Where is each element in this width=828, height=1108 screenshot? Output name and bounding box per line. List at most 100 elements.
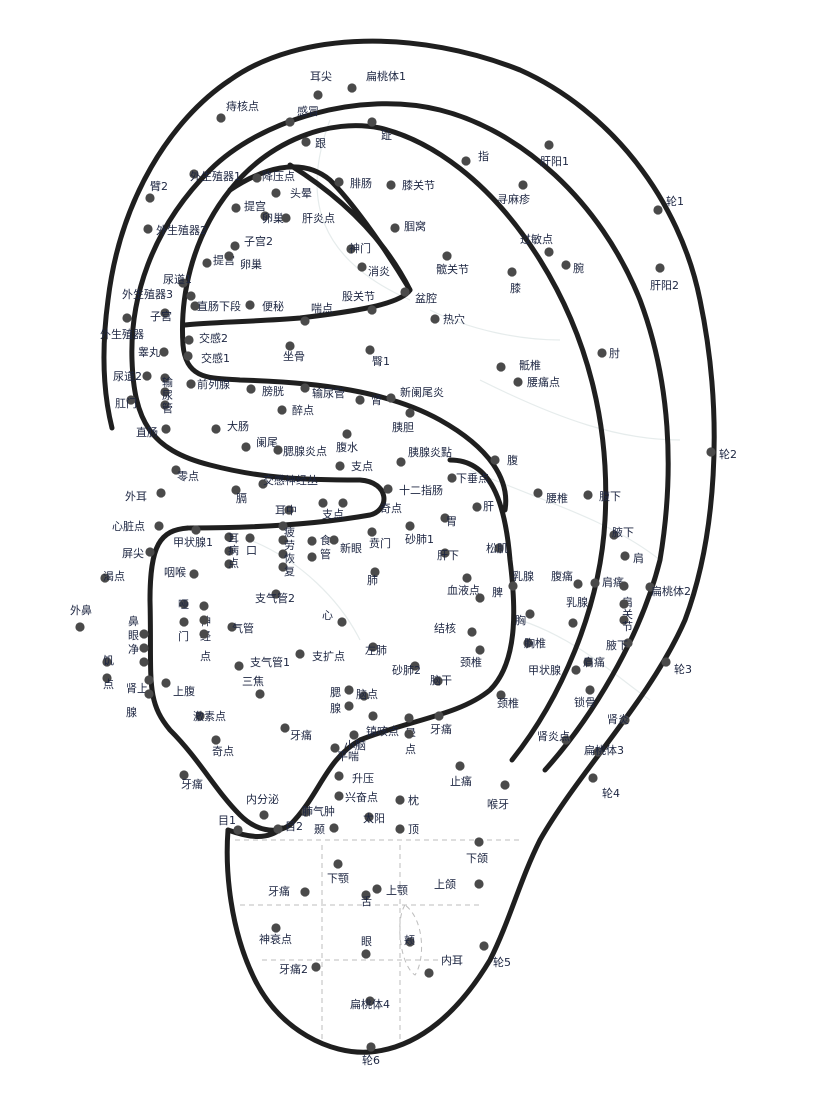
acupoint-label-rexue: 热穴 xyxy=(443,312,465,326)
acupoint-label-shenshuaidian: 神衰点 xyxy=(259,932,292,946)
acupoint-label-gaowan: 睾丸 xyxy=(138,345,160,359)
acupoint-label-jianguanjie_c: 节 xyxy=(622,620,633,633)
acupoint-label-ganyang2: 肝阳2 xyxy=(650,279,679,292)
acupoint-dot-kou xyxy=(245,533,254,542)
acupoint-label-yatong_b: 牙痛 xyxy=(430,722,452,736)
acupoint-dot-xi xyxy=(507,267,516,276)
acupoint-label-jisudian: 激素点 xyxy=(193,709,226,723)
acupoint-label-jiangyadian: 降压点 xyxy=(262,169,295,183)
acupoint-dot-zhihedian xyxy=(216,113,225,122)
acupoint-label-luanchao_b: 卵巢 xyxy=(240,258,262,271)
acupoint-dot-waishengzhiqi xyxy=(122,313,131,322)
acupoint-label-yixianyandian_a: 腮腺炎点 xyxy=(283,444,327,458)
acupoint-label-lun1: 轮1 xyxy=(666,194,684,208)
acupoint-label-waishengzhiqi3: 外生殖器3 xyxy=(122,287,173,301)
acupoint-dot-jianguanjie_a xyxy=(619,581,628,590)
acupoint-label-lun3: 轮3 xyxy=(674,662,692,676)
acupoint-dot-rutou xyxy=(568,618,577,627)
acupoint-label-jingzhui2: 颈椎 xyxy=(497,696,519,710)
acupoint-dot-benmen xyxy=(367,527,376,536)
acupoint-label-qidian2: 奇点 xyxy=(212,745,234,758)
acupoint-label-lingdian: 零点 xyxy=(177,470,199,483)
acupoint-dot-jiangyadian xyxy=(252,173,261,182)
acupoint-dot-shange xyxy=(372,884,381,893)
acupoint-label-yidan: 胰胆 xyxy=(392,420,414,434)
acupoint-label-shenshangxian_b: 腺 xyxy=(126,705,137,719)
acupoint-dot-xin xyxy=(337,617,346,626)
acupoint-label-zhitong: 止痛 xyxy=(450,774,472,788)
acupoint-label-fuxia_a: 腹下 xyxy=(599,489,621,503)
acupoint-label-niaodao1: 尿道1 xyxy=(163,272,192,286)
acupoint-dot-xiae xyxy=(333,859,342,868)
acupoint-dot-jian xyxy=(620,551,629,560)
acupoint-label-biyanjing_a: 鼻 xyxy=(128,614,139,628)
acupoint-label-mu2: 目2 xyxy=(285,820,303,833)
acupoint-label-bing: 病 xyxy=(228,543,239,557)
acupoint-label-xiguanjie: 膝关节 xyxy=(402,178,435,192)
acupoint-dot-zhuangxianjia1 xyxy=(191,525,200,534)
acupoint-dot-dizhui xyxy=(496,362,505,371)
acupoint-label-shuniaoguan_a: 输 xyxy=(162,375,173,389)
acupoint-label-tun1: 臀1 xyxy=(372,355,390,368)
acupoint-label-biantaoti4: 扁桃体4 xyxy=(350,997,390,1011)
acupoint-dot-yatong_a xyxy=(280,723,289,732)
acupoint-label-kedian: 渴点 xyxy=(103,570,125,583)
acupoint-label-yaotongdian: 腰痛点 xyxy=(527,375,560,389)
acupoint-label-zhidian2: 支点 xyxy=(322,508,344,521)
acupoint-dot-zhitong xyxy=(455,761,464,770)
acupoint-label-pilao_b: 劳 xyxy=(284,539,295,552)
acupoint-dot-guowo xyxy=(390,223,399,232)
acupoint-dot-yatong_b xyxy=(434,711,443,720)
acupoint-dot-feichang xyxy=(334,177,343,186)
acupoint-label-zhidian: 支点 xyxy=(351,460,373,473)
acupoint-dot-jiantong xyxy=(590,578,599,587)
acupoint-dot-ganmao xyxy=(285,117,294,126)
acupoint-label-jia: 颊 xyxy=(404,934,415,947)
acupoint-dot-ding xyxy=(395,824,404,833)
acupoint-dot-qianliexian xyxy=(186,379,195,388)
acupoint-dot-gaowan xyxy=(159,347,168,356)
acupoint-dot-yaotongdian xyxy=(513,377,522,386)
acupoint-dot-lun5 xyxy=(479,941,488,950)
acupoint-label-yixianyandian: 胰腺炎點 xyxy=(408,445,452,459)
acupoint-dot-gan xyxy=(472,502,481,511)
acupoint-label-dizhui: 骶椎 xyxy=(519,358,541,372)
acupoint-label-fuxia_c: 腋下 xyxy=(606,638,628,652)
acupoint-dot-xingfendian xyxy=(334,791,343,800)
acupoint-label-pingchuan: 平喘 xyxy=(337,750,359,763)
acupoint-label-shangfu: 上腹 xyxy=(173,684,195,698)
acupoint-label-zhikuodian: 支扩点 xyxy=(312,649,345,663)
acupoint-label-chuandian: 喘点 xyxy=(311,302,333,315)
acupoint-dot-zhidian2 xyxy=(318,498,327,507)
acupoint-dot-sanjiao xyxy=(255,689,264,698)
acupoint-label-qianliexian: 前列腺 xyxy=(197,377,230,391)
acupoint-dot-qidian2 xyxy=(211,735,220,744)
acupoint-label-wei: 胃 xyxy=(446,515,457,528)
acupoint-label-guguanjie: 股关节 xyxy=(342,289,375,303)
acupoint-dot-yan xyxy=(361,949,370,958)
acupoint-label-xiachuidian: 下垂点 xyxy=(456,472,489,485)
acupoint-label-yun_b: 点 xyxy=(405,743,416,756)
acupoint-label-fei: 肺 xyxy=(367,574,378,587)
acupoint-dot-shi_b xyxy=(307,552,316,561)
acupoint-label-taiyang: 太阳 xyxy=(363,812,385,825)
acupoint-label-mu1: 目1 xyxy=(218,814,236,827)
acupoint-label-shenyan: 肾炎 xyxy=(607,713,629,726)
acupoint-label-feichang: 腓肠 xyxy=(350,177,372,190)
acupoint-label-yan: 眼 xyxy=(361,935,372,948)
acupoint-label-shange: 上颚 xyxy=(386,884,408,897)
acupoint-dot-fushui xyxy=(342,429,351,438)
acupoint-label-feiqizhong: 肺气肿 xyxy=(302,804,335,818)
acupoint-dot-penqiang xyxy=(400,287,409,296)
acupoint-label-xi: 膝 xyxy=(510,282,521,295)
acupoint-dot-lun3 xyxy=(661,657,670,666)
acupoint-dot-tun1 xyxy=(365,345,374,354)
acupoint-label-waishengzhiqi1: 外生殖器1 xyxy=(190,169,241,183)
acupoint-dot-guguanjie xyxy=(367,305,376,314)
acupoint-label-gangmen: 肛门 xyxy=(115,396,137,410)
acupoint-label-gan_xia: 肝下 xyxy=(437,549,459,562)
acupoint-dot-saixian_a xyxy=(344,685,353,694)
acupoint-dot-shen xyxy=(355,395,364,404)
acupoint-label-yatong_a: 牙痛 xyxy=(290,728,312,742)
